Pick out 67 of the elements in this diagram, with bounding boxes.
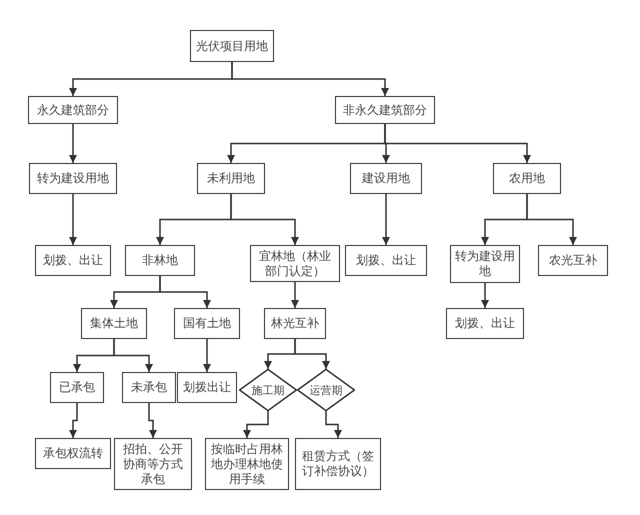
arrow bbox=[231, 62, 389, 96]
node-text: 未利用地 bbox=[207, 171, 255, 186]
node-text: 永久建筑部分 bbox=[37, 102, 109, 118]
process-box bbox=[345, 245, 427, 276]
node-text: 光伏项目用地 bbox=[196, 38, 268, 54]
process-box bbox=[29, 163, 117, 194]
node-text: 租赁方式（签订补偿协议） bbox=[301, 449, 375, 479]
process-box bbox=[538, 245, 608, 276]
node-text: 转为建设用地 bbox=[37, 171, 109, 186]
node-text: 招拍、公开协商等方式承包 bbox=[122, 442, 184, 486]
node-text: 划拨、出让 bbox=[43, 253, 103, 268]
arrow bbox=[526, 194, 577, 245]
arrow bbox=[113, 339, 153, 372]
process-box bbox=[81, 308, 147, 339]
arrow bbox=[69, 124, 77, 163]
process-box bbox=[28, 96, 118, 124]
arrow bbox=[382, 194, 390, 245]
decision-diamond bbox=[239, 369, 297, 411]
process-box bbox=[493, 163, 561, 194]
process-box bbox=[197, 163, 265, 194]
node-text: 承包权流转 bbox=[43, 446, 103, 461]
node-text: 集体土地 bbox=[90, 316, 138, 331]
process-box bbox=[335, 96, 435, 124]
arrow bbox=[69, 194, 77, 245]
process-box bbox=[250, 245, 340, 282]
decision-diamond bbox=[297, 369, 355, 411]
arrow bbox=[230, 194, 299, 245]
node-text: 划拨、出让 bbox=[356, 253, 416, 268]
node-text: 农用地 bbox=[509, 171, 545, 186]
process-box bbox=[264, 308, 326, 339]
process-box bbox=[122, 372, 176, 403]
arrow bbox=[148, 403, 157, 438]
process-box bbox=[174, 308, 240, 339]
node-text: 非永久建筑部分 bbox=[343, 102, 427, 118]
process-box bbox=[114, 438, 192, 490]
node-text: 施工期 bbox=[252, 382, 284, 398]
arrow bbox=[69, 403, 78, 438]
process-box bbox=[295, 438, 381, 490]
node-text: 宜林地（林业部门认定） bbox=[258, 248, 332, 278]
node-text: 非林地 bbox=[142, 253, 178, 268]
arrow bbox=[203, 339, 211, 372]
process-box bbox=[190, 30, 274, 62]
process-box bbox=[35, 245, 111, 276]
node-text: 已承包 bbox=[59, 380, 95, 395]
node-text: 划拨出让 bbox=[183, 380, 231, 395]
node-text: 国有土地 bbox=[183, 316, 231, 331]
node-text: 未承包 bbox=[131, 380, 167, 395]
node-text: 按临时占用林地办理林地使用手续 bbox=[210, 442, 284, 486]
process-box bbox=[125, 245, 195, 276]
process-box bbox=[350, 163, 422, 194]
process-box bbox=[177, 372, 237, 403]
node-text: 转为建设用地 bbox=[454, 249, 516, 279]
arrow bbox=[384, 124, 531, 163]
node-text: 建设用地 bbox=[362, 171, 410, 186]
arrow bbox=[294, 339, 330, 369]
node-text: 农光互补 bbox=[549, 253, 597, 268]
arrow bbox=[159, 276, 211, 308]
arrow bbox=[325, 411, 342, 438]
node-text: 划拨、出让 bbox=[455, 316, 515, 331]
arrow bbox=[243, 411, 269, 438]
process-box bbox=[50, 372, 104, 403]
arrow bbox=[481, 283, 489, 308]
process-box bbox=[35, 438, 111, 469]
process-box bbox=[446, 308, 524, 339]
node-text: 林光互补 bbox=[271, 316, 319, 331]
node-text: 运营期 bbox=[310, 382, 342, 398]
arrow bbox=[291, 282, 299, 308]
